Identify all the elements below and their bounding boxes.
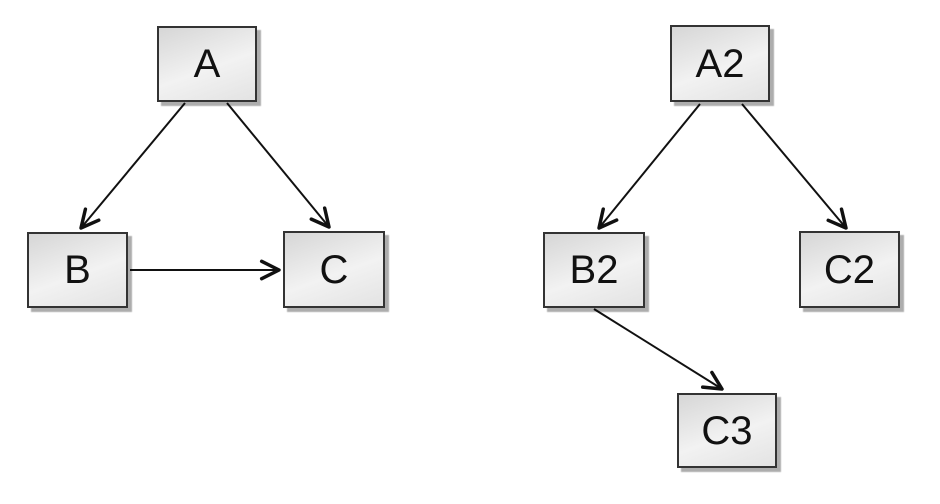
node-B-label: B (64, 248, 91, 292)
edge-A2-C2 (741, 103, 848, 230)
node-B: B (27, 232, 128, 308)
node-C2: C2 (799, 231, 900, 308)
node-A2-label: A2 (695, 41, 745, 86)
node-C-label: C (319, 247, 349, 292)
node-A: A (157, 26, 257, 102)
node-B2: B2 (543, 232, 645, 308)
edge-A2-B2 (597, 103, 701, 230)
node-A-label: A (193, 42, 221, 86)
node-C3-label: C3 (701, 408, 753, 453)
node-A2: A2 (670, 25, 770, 102)
node-B2-label: B2 (569, 248, 619, 292)
edge-B2-C3 (593, 308, 724, 391)
edge-A-C (226, 102, 331, 229)
node-C: C (283, 231, 385, 308)
edge-A-B (79, 102, 186, 230)
node-C2-label: C2 (823, 247, 876, 292)
node-C3: C3 (677, 393, 777, 468)
